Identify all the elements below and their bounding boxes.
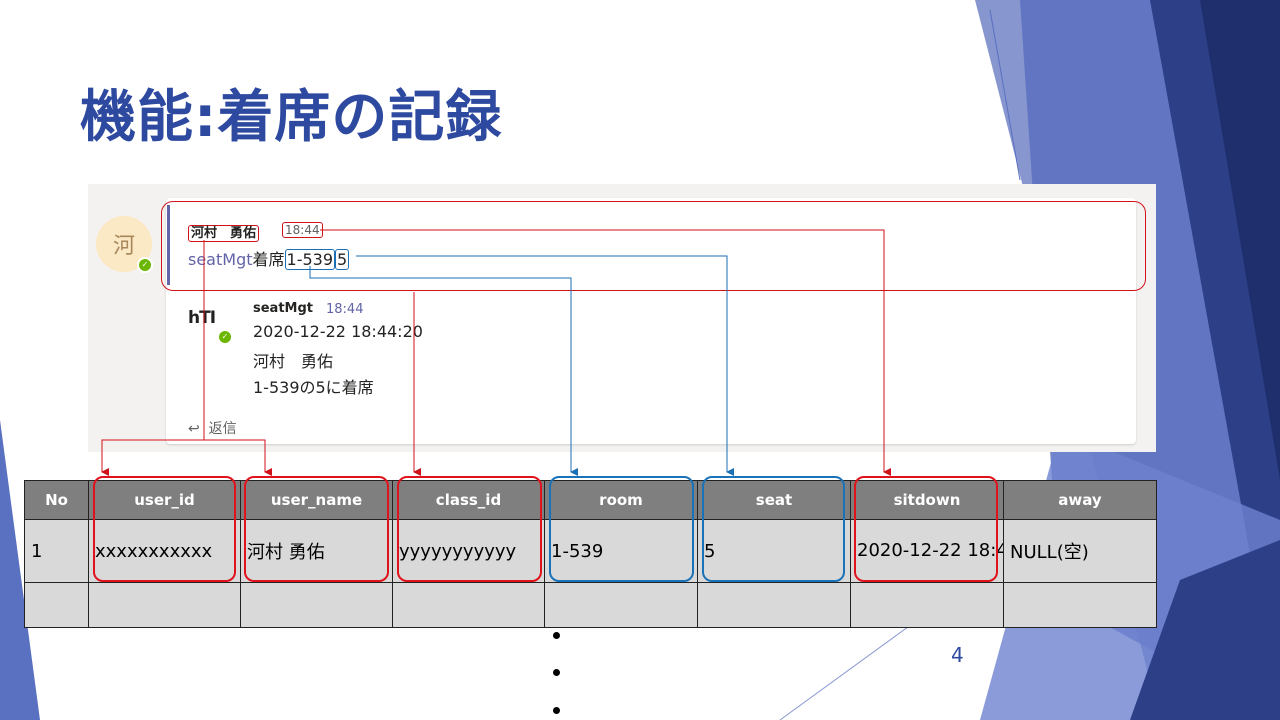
message-thread-card [166, 198, 1136, 444]
cell-empty [697, 582, 851, 628]
highlight-user-name [244, 476, 389, 582]
highlight-seat [702, 476, 845, 582]
cell-empty [544, 582, 698, 628]
cell-empty [24, 582, 89, 628]
deco-triangle-left [0, 420, 40, 720]
bot-reply-line: 2020-12-22 18:44:20 [253, 322, 423, 341]
cell-no: 1 [24, 519, 89, 583]
highlight-sitdown [854, 476, 998, 582]
message-time: 18:44 [282, 222, 323, 238]
slide-title: 機能:着席の記録 [80, 85, 503, 150]
table-row: 1 xxxxxxxxxxx 河村 勇佑 yyyyyyyyyyy 1-539 5 … [24, 519, 1157, 583]
command-text: 着席 [252, 250, 285, 269]
column-header-user-name: user_name [240, 480, 393, 520]
author-name: 河村 勇佑 [188, 225, 260, 242]
cell-empty [240, 582, 393, 628]
message-accent-bar [167, 205, 170, 285]
cell-class-id: yyyyyyyyyyy [392, 519, 545, 583]
reply-label: 返信 [208, 421, 237, 437]
ellipsis-dot [553, 707, 560, 714]
cell-room: 1-539 [544, 519, 698, 583]
cell-empty [1003, 582, 1157, 628]
records-table: No user_id user_name class_id room seat … [24, 480, 1157, 628]
column-header-room: room [544, 480, 698, 520]
arrow-to-seat [356, 255, 734, 476]
cell-away: NULL(空) [1003, 519, 1157, 583]
cell-empty [392, 582, 545, 628]
bot-message-time: 18:44 [326, 302, 364, 317]
column-header-no: No [24, 480, 89, 520]
room-arg: 1-539 [284, 249, 336, 270]
column-header-class-id: class_id [392, 480, 545, 520]
bot-avatar[interactable]: hTI [188, 308, 228, 344]
column-header-sitdown: sitdown [850, 480, 1004, 520]
page-number: 4 [951, 643, 964, 667]
user-avatar-char: 河 [112, 234, 135, 259]
arrow-to-room [309, 266, 578, 476]
bot-name[interactable]: seatMgt [253, 301, 313, 316]
cell-empty [850, 582, 1004, 628]
deco-triangle-lower-dark [1130, 540, 1280, 720]
bot-reply-line: 1-539の5に着席 [253, 378, 374, 397]
highlight-room [549, 476, 694, 582]
arrow-to-user-name [204, 439, 272, 476]
message-author[interactable]: 河村 勇佑 [188, 222, 260, 242]
column-header-away: away [1003, 480, 1157, 520]
table-row [24, 582, 1157, 628]
table-header-row: No user_id user_name class_id room seat … [24, 480, 1157, 520]
deco-triangle-darkest [1200, 0, 1280, 480]
cell-user-name: 河村 勇佑 [240, 519, 393, 583]
message-time-text: 18:44 [282, 222, 323, 238]
arrow-to-user-id [101, 240, 205, 476]
presence-available-icon: ✓ [217, 329, 233, 345]
ellipsis-dot [553, 669, 560, 676]
seat-arg: 5 [335, 249, 350, 270]
reply-arrow-icon: ↩ [188, 421, 200, 437]
arrow-to-sitdown [320, 229, 891, 476]
cell-sitdown: 2020-12-22 18:44:20 [850, 519, 1004, 583]
bot-reply-line: 河村 勇佑 [253, 352, 334, 371]
ellipsis-dot [553, 632, 560, 639]
bot-avatar-text: hTI [188, 308, 216, 328]
cell-seat: 5 [697, 519, 851, 583]
column-header-user-id: user_id [88, 480, 241, 520]
highlight-class-id [397, 476, 542, 582]
user-message-highlight [161, 201, 1146, 291]
presence-available-icon: ✓ [137, 257, 153, 273]
cell-empty [88, 582, 241, 628]
highlight-user-id [93, 476, 236, 582]
reply-button[interactable]: ↩ 返信 [188, 418, 237, 438]
deco-line [989, 9, 1021, 181]
